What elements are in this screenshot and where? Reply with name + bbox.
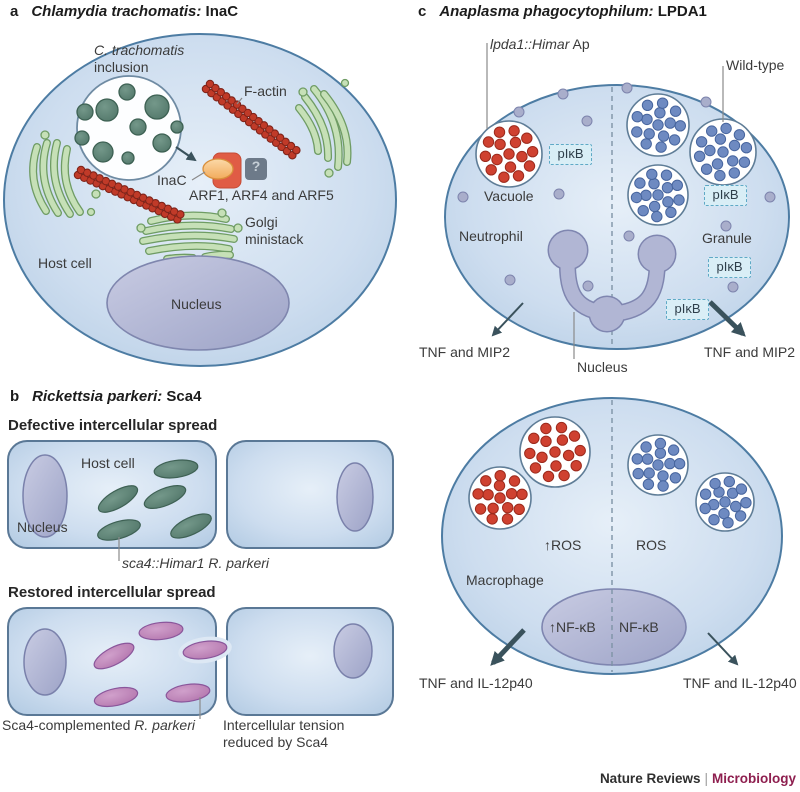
sca4-complemented-label: Sca4-complemented R. parkeri bbox=[2, 717, 195, 733]
panel-c-letter: c bbox=[418, 3, 427, 20]
wildtype-bacteria-cluster-3 bbox=[630, 168, 685, 223]
panel-a-pointer-lines bbox=[191, 97, 243, 181]
neutrophil-label: Neutrophil bbox=[459, 228, 523, 244]
macrophage-cell bbox=[441, 397, 783, 675]
nucleus-label-a: Nucleus bbox=[171, 296, 222, 312]
wildtype-label: Wild-type bbox=[726, 57, 785, 73]
inac-label: InaC bbox=[157, 172, 187, 188]
sca4-mutant-bacteria bbox=[97, 459, 212, 541]
nucleus-label-c: Nucleus bbox=[577, 359, 628, 375]
granule-label: Granule bbox=[702, 230, 752, 246]
vacuole-label: Vacuole bbox=[484, 188, 534, 204]
sca4-mutant-label: sca4::Himar1 R. parkeri bbox=[122, 555, 270, 571]
tnf-il12-arrow-mutant bbox=[490, 628, 526, 666]
inclusion-label: C. trachomatis inclusion bbox=[94, 42, 185, 75]
tension-label: Intercellular tension reduced by Sca4 bbox=[223, 717, 345, 750]
host-cell-label-b: Host cell bbox=[81, 455, 135, 471]
neutrophil-cell bbox=[444, 82, 790, 350]
panel-b-cells-defective bbox=[7, 440, 394, 561]
wildtype-bacteria-cluster-1 bbox=[631, 97, 686, 153]
wildtype-bacteria-cluster-2 bbox=[693, 122, 753, 182]
unknown-protein-label: ? bbox=[251, 158, 261, 174]
mutant-bacteria-cluster bbox=[479, 125, 539, 183]
restored-spread-heading: Restored intercellular spread bbox=[8, 584, 216, 601]
mutant-bacteria-cluster-m1 bbox=[524, 421, 586, 483]
golgi-ministack-label: Golgi ministack bbox=[245, 214, 304, 247]
wildtype-bacteria-cluster-m2 bbox=[699, 475, 752, 529]
nfkb-label: NF-κB bbox=[619, 619, 659, 635]
defective-spread-heading: Defective intercellular spread bbox=[8, 417, 218, 434]
panel-b-cells-restored bbox=[7, 607, 394, 719]
ros-label: ROS bbox=[636, 537, 667, 553]
chlamydia-inclusion bbox=[74, 75, 184, 181]
panel-a-nucleus bbox=[106, 255, 290, 351]
journal-subject: Microbiology bbox=[712, 771, 796, 786]
pikb-box-3: pIκB bbox=[708, 257, 751, 278]
golgi-stack-left bbox=[29, 130, 101, 218]
tnf-il12-label-left: TNF and IL-12p40 bbox=[419, 675, 533, 691]
f-actin-filaments bbox=[73, 79, 305, 226]
mutant-bacteria-cluster-m2 bbox=[472, 470, 528, 525]
nucleus-label-b: Nucleus bbox=[17, 519, 68, 535]
tnf-mip2-label-right: TNF and MIP2 bbox=[704, 344, 796, 360]
panel-b-letter: b bbox=[10, 388, 20, 405]
unknown-protein bbox=[245, 158, 267, 180]
journal-footer: Nature Reviews| Microbiology bbox=[600, 771, 796, 786]
f-actin-label: F-actin bbox=[244, 83, 287, 99]
lpda1-mutant-label: lpda1::Himar Ap bbox=[490, 36, 590, 52]
pikb-box-2: pIκB bbox=[704, 185, 747, 206]
granule-dots bbox=[457, 82, 776, 293]
footer-divider: | bbox=[704, 771, 708, 786]
arf-label: ARF1, ARF4 and ARF5 bbox=[189, 187, 334, 203]
wildtype-bacteria-cluster-m1 bbox=[631, 437, 686, 492]
inac-protein bbox=[202, 158, 234, 180]
journal-name: Nature Reviews bbox=[599, 771, 701, 786]
ros-up-label: ↑ROS bbox=[544, 537, 582, 553]
pikb-box-1: pIκB bbox=[549, 144, 592, 165]
neutrophil-nucleus bbox=[547, 229, 677, 333]
host-cell-label-a: Host cell bbox=[38, 255, 92, 271]
nfkb-up-label: ↑NF-κB bbox=[549, 619, 596, 635]
panel-c-pointer-lines bbox=[486, 43, 724, 359]
tnf-arrow-mutant bbox=[491, 302, 524, 337]
sca4-complemented-bacteria bbox=[93, 621, 228, 708]
golgi-stack-right bbox=[295, 78, 352, 178]
tnf-mip2-label-left: TNF and MIP2 bbox=[419, 344, 511, 360]
chlamydia-bacteria bbox=[74, 83, 184, 165]
panel-a-letter: a bbox=[10, 3, 19, 20]
tnf-arrow-wildtype bbox=[708, 300, 746, 337]
inac-arf-complex bbox=[202, 152, 267, 189]
pikb-box-4: pIκB bbox=[666, 299, 709, 320]
tnf-il12-arrow-wildtype bbox=[707, 632, 739, 666]
inclusion-to-inac-arrow bbox=[175, 146, 197, 162]
tnf-il12-label-right: TNF and IL-12p40 bbox=[683, 675, 797, 691]
macrophage-label: Macrophage bbox=[466, 572, 544, 588]
macrophage-nucleus bbox=[541, 588, 687, 666]
